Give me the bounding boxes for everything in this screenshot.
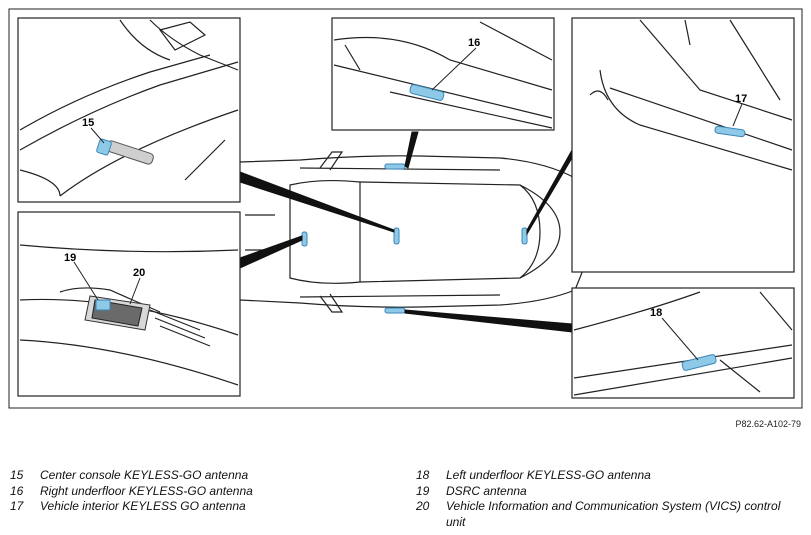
legend-text: Center console KEYLESS-GO antenna [40, 468, 249, 482]
legend-text: Vehicle Information and Communication Sy… [446, 499, 781, 529]
antenna-18-car-marker [384, 307, 406, 314]
callout-19: 19 [64, 252, 76, 264]
inset-left-underfloor [571, 287, 795, 399]
car-top-view [239, 151, 586, 313]
leader-lines [239, 131, 573, 333]
callout-16: 16 [468, 37, 480, 49]
legend-left: 15 Center console KEYLESS-GO antenna 16 … [10, 468, 390, 515]
legend-number: 16 [10, 483, 24, 498]
inset-center-console [17, 17, 241, 203]
figure-frame [8, 8, 803, 409]
antenna-location-diagram: 15 16 17 18 19 20 [8, 8, 803, 409]
car-antennas [301, 163, 528, 314]
legend-number: 18 [416, 468, 430, 482]
antenna-17-marker [714, 125, 746, 138]
legend-number: 19 [416, 483, 430, 498]
legend-text: Right underfloor KEYLESS-GO antenna [40, 483, 253, 498]
legend-text: Vehicle interior KEYLESS GO antenna [40, 499, 246, 513]
legend-text: Left underfloor KEYLESS-GO antenna [446, 468, 651, 482]
legend-item-15: 15 Center console KEYLESS-GO antenna [10, 468, 390, 484]
legend-text: DSRC antenna [446, 483, 527, 498]
legend-item-17: 17 Vehicle interior KEYLESS GO antenna [10, 499, 390, 515]
figure-reference: P82.62-A102-79 [735, 419, 801, 429]
legend-item-20: 20 Vehicle Information and Communication… [416, 499, 796, 530]
callout-15: 15 [82, 117, 94, 129]
inset-right-underfloor [331, 17, 555, 131]
antenna-19-car-marker [301, 231, 308, 247]
legend-item-19: 19 DSRC antenna [416, 484, 796, 500]
legend-item-16: 16 Right underfloor KEYLESS-GO antenna [10, 484, 390, 500]
legend-item-18: 18 Left underfloor KEYLESS-GO antenna [416, 468, 796, 484]
antenna-18-marker [681, 354, 717, 371]
antenna-19-marker [95, 299, 111, 311]
callout-17: 17 [735, 93, 747, 105]
antenna-17-car-marker [521, 227, 528, 245]
callout-18: 18 [650, 307, 662, 319]
antenna-15-marker [96, 138, 112, 156]
inset-vehicle-interior [571, 17, 795, 273]
callout-20: 20 [133, 267, 145, 279]
legend-number: 15 [10, 468, 24, 482]
antenna-16-car-marker [384, 163, 406, 170]
antenna-16-marker [409, 84, 445, 101]
legend-number: 17 [10, 499, 24, 513]
legend-number: 20 [416, 499, 430, 513]
legend-right: 18 Left underfloor KEYLESS-GO antenna 19… [416, 468, 796, 530]
antenna-15-car-marker [393, 227, 400, 245]
inset-dsrc-vics [17, 211, 241, 397]
